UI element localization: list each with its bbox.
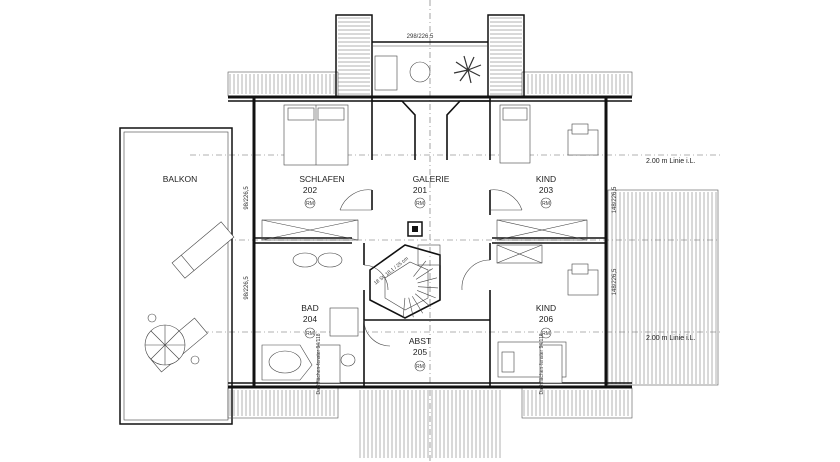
rm-symbol-206: RM: [542, 331, 550, 337]
rm-symbol-205: RM: [416, 364, 424, 370]
dim-top-window: 298/226,5: [407, 34, 434, 40]
dim-stair: 18 St. 18,1 / 25 cm: [373, 256, 410, 287]
roof-window-labels: Dachflächen-fenster 94/118 Dachflächen-f…: [316, 333, 545, 394]
height-line-upper: 2.00 m Linie i.L.: [646, 158, 695, 165]
room-name-bad: BAD: [301, 303, 318, 313]
room-number-201: 201: [413, 185, 427, 195]
room-name-balkon: BALKON: [163, 174, 198, 184]
staircase: [369, 244, 441, 319]
room-name-galerie: GALERIE: [413, 174, 450, 184]
rm-symbols: RM RM RM RM RM RM: [304, 197, 552, 372]
height-line-lower: 2.00 m Linie i.L.: [646, 335, 695, 342]
room-number-202: 202: [303, 185, 317, 195]
room-name-schlafen: SCHLAFEN: [299, 174, 344, 184]
roof-eaves: [227, 71, 719, 458]
plant-symbol: [453, 55, 482, 84]
axis-lines: [190, 0, 720, 462]
door-swings: [339, 189, 523, 347]
balcony: [119, 127, 235, 425]
roof-window-kind: Dachflächen-fenster 94/118: [539, 333, 545, 394]
room-number-205: 205: [413, 347, 427, 357]
room-number-203: 203: [539, 185, 553, 195]
roof-window-bad: Dachflächen-fenster 94/118: [316, 333, 322, 394]
dim-left-lower: 98/226,5: [244, 276, 250, 300]
room-number-206: 206: [539, 314, 553, 324]
room-name-kind-203: KIND: [536, 174, 556, 184]
dim-right-lower: 148/226,5: [612, 268, 618, 295]
room-labels: BALKON SCHLAFEN 202 GALERIE 201 KIND 203…: [163, 174, 556, 357]
height-line-labels: 2.00 m Linie i.L. 2.00 m Linie i.L.: [646, 158, 695, 342]
outer-walls: [228, 95, 632, 389]
chimney: [407, 221, 423, 237]
rm-symbol-201: RM: [416, 201, 424, 207]
room-name-kind-206: KIND: [536, 303, 556, 313]
dormer-top: [335, 14, 525, 98]
room-number-204: 204: [303, 314, 317, 324]
rm-symbol-202: RM: [306, 201, 314, 207]
rm-symbol-204: RM: [306, 331, 314, 337]
room-name-abst: ABST: [409, 336, 431, 346]
dim-left-upper: 98/226,5: [244, 186, 250, 210]
furniture: [261, 104, 599, 384]
interior-walls: [254, 97, 606, 387]
rm-symbol-203: RM: [542, 201, 550, 207]
dim-right-upper: 148/226,5: [612, 186, 618, 213]
